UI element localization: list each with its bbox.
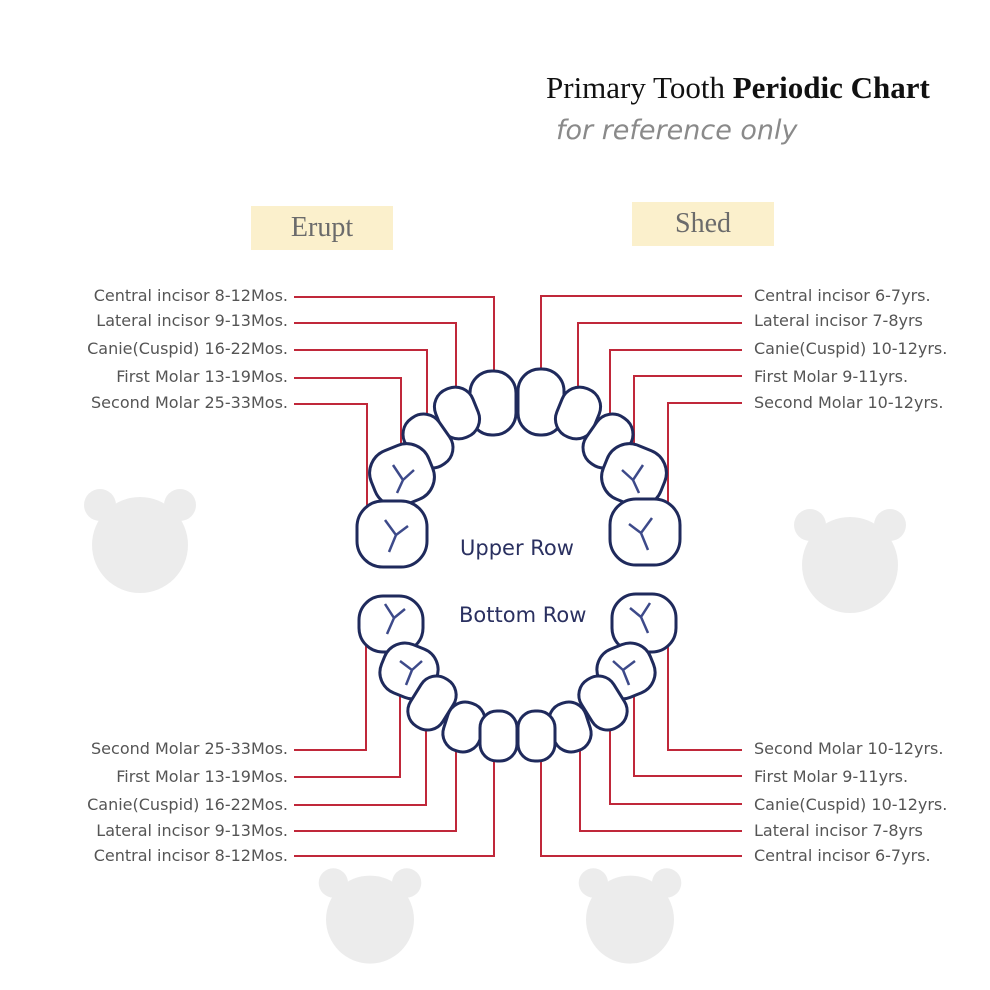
upper-erupt-lateral-incisor: Lateral incisor 9-13Mos. bbox=[96, 311, 288, 330]
lower-erupt-second-molar: Second Molar 25-33Mos. bbox=[91, 739, 288, 758]
leader-line bbox=[294, 710, 427, 806]
molar-groove bbox=[629, 602, 652, 634]
upper-erupt-second-molar: Second Molar 25-33Mos. bbox=[91, 393, 288, 412]
molar-groove bbox=[612, 660, 636, 686]
bottom-row-label: Bottom Row bbox=[459, 603, 587, 627]
leader-line bbox=[633, 375, 742, 474]
leader-line bbox=[540, 740, 742, 857]
leader-line bbox=[633, 670, 742, 777]
panda-watermark-icon bbox=[318, 868, 422, 964]
lower-erupt-lateral-incisor: Lateral incisor 9-13Mos. bbox=[96, 821, 288, 840]
leader-line bbox=[294, 740, 495, 857]
lower-shed-second-molar: Second Molar 10-12yrs. bbox=[754, 739, 944, 758]
upper-shed-lateral-incisor: Lateral incisor 7-8yrs bbox=[754, 311, 923, 330]
page-subtitle: for reference only bbox=[556, 115, 798, 146]
leader-line bbox=[609, 710, 742, 805]
title-bold: Periodic Chart bbox=[732, 70, 930, 105]
lower-erupt-canine: Canie(Cuspid) 16-22Mos. bbox=[87, 795, 288, 814]
upper-teeth bbox=[355, 367, 682, 569]
lower-shed-canine: Canie(Cuspid) 10-12yrs. bbox=[754, 795, 948, 814]
leader-line bbox=[294, 349, 428, 430]
upper-erupt-canine: Canie(Cuspid) 16-22Mos. bbox=[87, 339, 288, 358]
leader-line bbox=[294, 296, 495, 382]
upper-erupt-central-incisor: Central incisor 8-12Mos. bbox=[93, 286, 288, 305]
molar-groove bbox=[621, 464, 645, 494]
molar-groove bbox=[399, 660, 423, 686]
upper-row-label: Upper Row bbox=[460, 536, 574, 560]
leader-line bbox=[294, 670, 401, 778]
upper-shed-second-molar: Second Molar 10-12yrs. bbox=[754, 393, 944, 412]
tooth-upper-first-molar-left bbox=[368, 442, 436, 508]
molar-groove bbox=[383, 519, 409, 553]
leader-lines bbox=[294, 295, 742, 857]
panda-watermark-icon bbox=[84, 489, 196, 593]
lower-teeth bbox=[357, 592, 678, 763]
upper-shed-canine: Canie(Cuspid) 10-12yrs. bbox=[754, 339, 948, 358]
title-plain: Primary Tooth bbox=[546, 70, 725, 105]
leader-line bbox=[294, 403, 368, 535]
tooth-lower-central-left bbox=[478, 709, 519, 763]
page-title: Primary Tooth Periodic Chart bbox=[546, 70, 930, 106]
leader-line bbox=[579, 730, 742, 832]
panda-watermark-icon bbox=[578, 868, 682, 964]
lower-erupt-central-incisor: Central incisor 8-12Mos. bbox=[93, 846, 288, 865]
leader-line bbox=[609, 349, 742, 430]
upper-molar-grooves bbox=[383, 464, 654, 553]
lower-shed-first-molar: First Molar 9-11yrs. bbox=[754, 767, 909, 786]
erupt-column-header: Erupt bbox=[251, 206, 393, 250]
tooth-lower-central-right bbox=[516, 709, 557, 763]
leader-line bbox=[294, 730, 457, 832]
upper-shed-first-molar: First Molar 9-11yrs. bbox=[754, 367, 909, 386]
leader-line bbox=[294, 377, 402, 474]
leader-line bbox=[294, 322, 457, 400]
lower-shed-lateral-incisor: Lateral incisor 7-8yrs bbox=[754, 821, 923, 840]
lower-erupt-first-molar: First Molar 13-19Mos. bbox=[116, 767, 288, 786]
molar-groove bbox=[383, 603, 406, 635]
molar-groove bbox=[391, 464, 415, 494]
shed-column-header: Shed bbox=[632, 202, 774, 246]
lower-molar-grooves bbox=[383, 602, 652, 686]
lower-shed-central-incisor: Central incisor 6-7yrs. bbox=[754, 846, 931, 865]
panda-watermark-icon bbox=[794, 509, 906, 613]
upper-shed-central-incisor: Central incisor 6-7yrs. bbox=[754, 286, 931, 305]
leader-line bbox=[540, 295, 742, 382]
leader-line bbox=[667, 620, 742, 751]
leader-line bbox=[577, 322, 742, 400]
leader-line bbox=[667, 402, 742, 535]
tooth-upper-second-molar-left bbox=[355, 499, 429, 569]
upper-erupt-first-molar: First Molar 13-19Mos. bbox=[116, 367, 288, 386]
leader-line bbox=[294, 620, 367, 751]
molar-groove bbox=[628, 517, 654, 551]
tooth-upper-second-molar-right bbox=[608, 497, 682, 567]
